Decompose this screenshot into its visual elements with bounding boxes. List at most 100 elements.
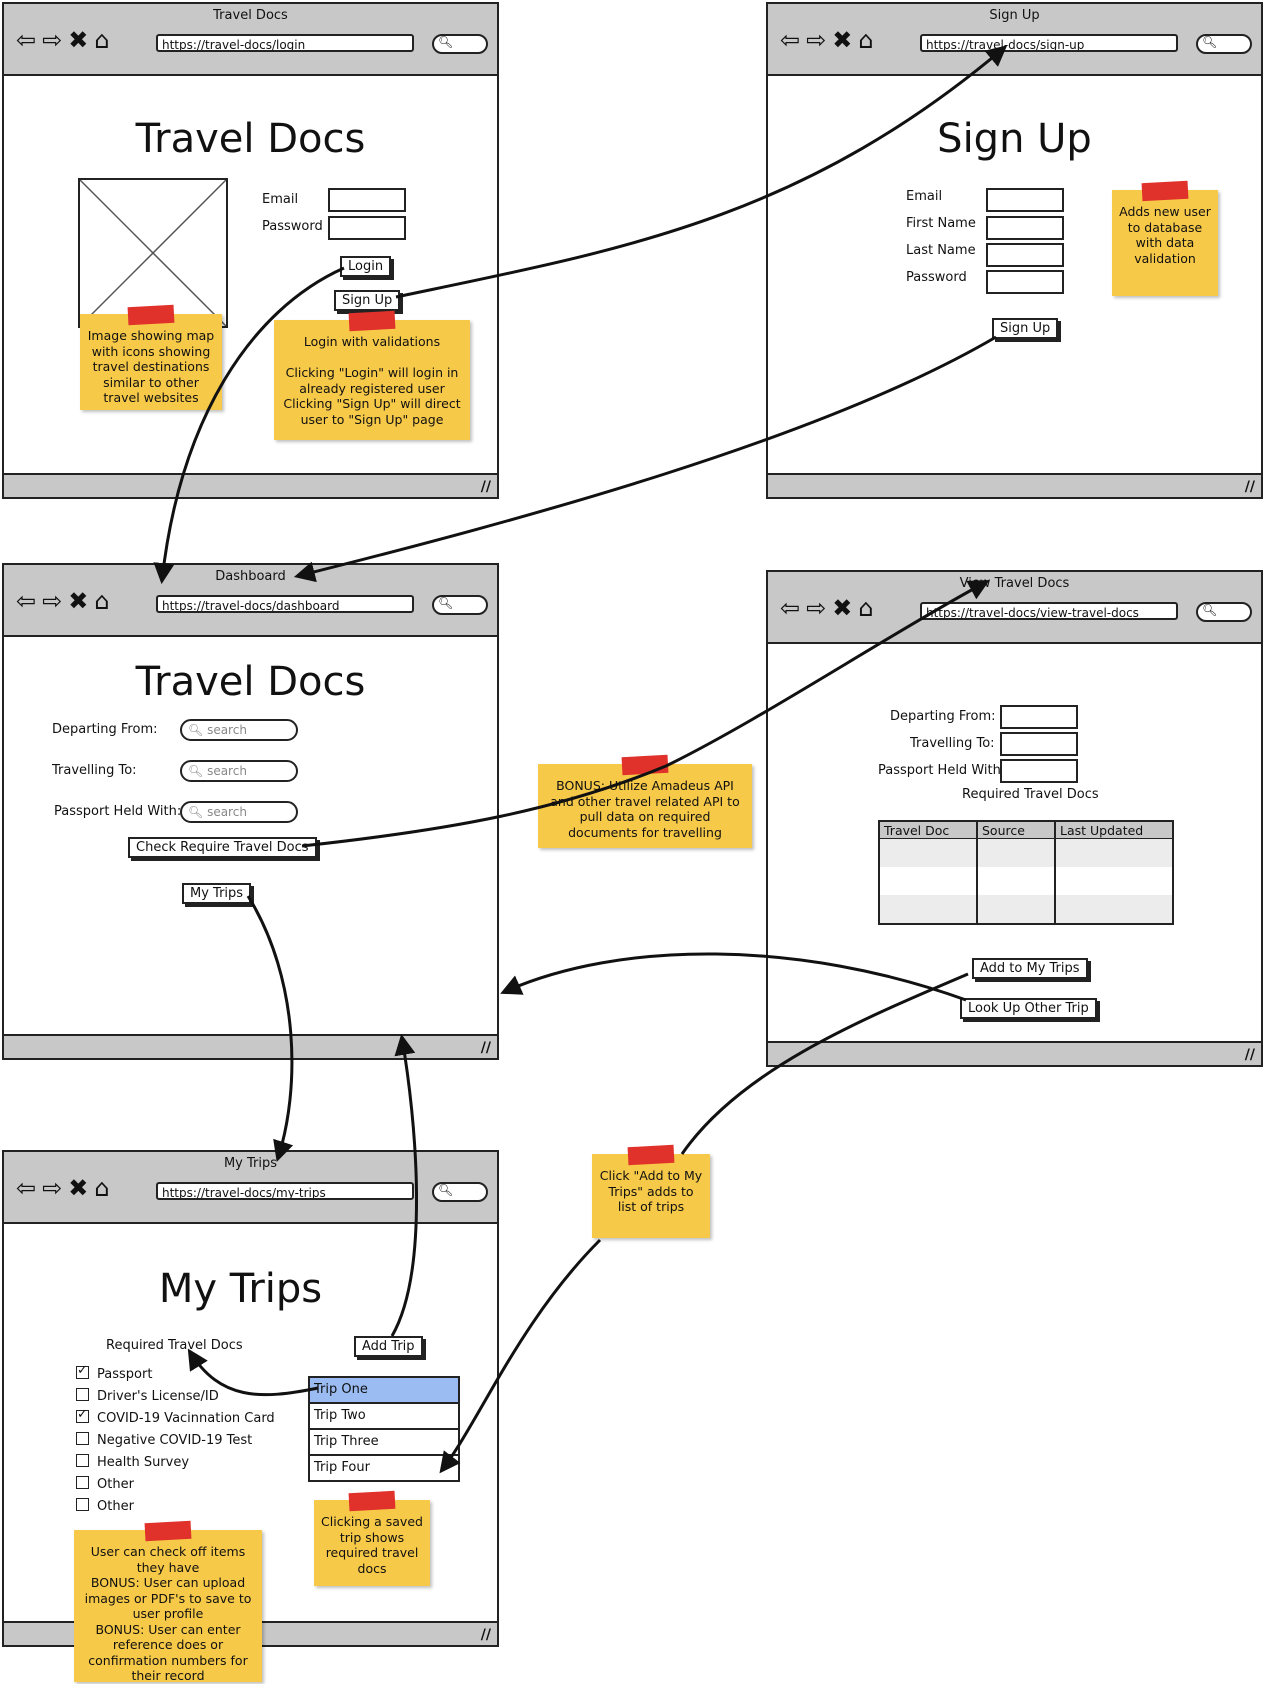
email-label: Email (906, 189, 943, 204)
back-arrow-icon[interactable]: ⇦ (16, 1174, 37, 1202)
back-arrow-icon[interactable]: ⇦ (780, 594, 801, 622)
url-bar[interactable]: https://travel-docs/sign-up (920, 34, 1178, 52)
url-bar[interactable]: https://travel-docs/my-trips (156, 1182, 414, 1200)
checkbox[interactable] (76, 1454, 89, 1467)
browser-toolbar: Travel Docs ⇦ ⇨ ✖ ⌂ https://travel-docs/… (4, 4, 497, 76)
url-bar[interactable]: https://travel-docs/login (156, 34, 414, 52)
travelling-search-input[interactable]: 🔍︎ search (180, 760, 298, 782)
home-icon[interactable]: ⌂ (94, 26, 110, 54)
required-docs-table: Travel Doc Source Last Updated (878, 820, 1174, 925)
browser-search-box[interactable]: 🔍︎ (1196, 34, 1252, 54)
home-icon[interactable]: ⌂ (94, 1174, 110, 1202)
url-bar[interactable]: https://travel-docs/dashboard (156, 595, 414, 613)
departing-field[interactable] (1000, 705, 1078, 729)
forward-arrow-icon[interactable]: ⇨ (42, 587, 63, 615)
search-icon: 🔍︎ (188, 805, 208, 819)
back-arrow-icon[interactable]: ⇦ (16, 26, 37, 54)
resize-grip-icon[interactable]: // (1244, 1047, 1255, 1063)
signup-submit-button[interactable]: Sign Up (992, 318, 1059, 339)
forward-arrow-icon[interactable]: ⇨ (42, 26, 63, 54)
resize-grip-icon[interactable]: // (480, 1040, 491, 1056)
close-icon[interactable]: ✖ (832, 26, 853, 54)
checklist-item-label: COVID-19 Vacinnation Card (97, 1411, 275, 1426)
signup-link-button[interactable]: Sign Up (334, 290, 401, 311)
table-row (879, 895, 1173, 924)
tape (127, 304, 175, 326)
checklist-item[interactable]: Other (76, 1498, 134, 1514)
checkbox[interactable] (76, 1363, 89, 1379)
home-icon[interactable]: ⌂ (858, 594, 874, 622)
status-bar: // (768, 473, 1261, 497)
last-name-field[interactable] (986, 243, 1064, 267)
home-icon[interactable]: ⌂ (858, 26, 874, 54)
travelling-field[interactable] (1000, 732, 1078, 756)
search-placeholder: search (207, 764, 247, 778)
email-field[interactable] (986, 188, 1064, 212)
checklist-item-label: Driver's License/ID (97, 1389, 219, 1404)
docs-title: Required Travel Docs (106, 1338, 243, 1353)
login-button[interactable]: Login (340, 256, 392, 277)
checklist-item[interactable]: Other (76, 1476, 134, 1492)
checklist-item[interactable]: Negative COVID-19 Test (76, 1432, 252, 1448)
email-label: Email (262, 192, 299, 207)
look-up-other-trip-button[interactable]: Look Up Other Trip (960, 998, 1097, 1019)
note-signup: Adds new user to database with data vali… (1112, 180, 1218, 296)
window-title: Dashboard (215, 569, 286, 584)
forward-arrow-icon[interactable]: ⇨ (42, 1174, 63, 1202)
checkbox[interactable] (76, 1498, 89, 1511)
trip-list-item[interactable]: Trip Three (310, 1430, 458, 1456)
password-field[interactable] (986, 270, 1064, 294)
close-icon[interactable]: ✖ (832, 594, 853, 622)
trip-list-item[interactable]: Trip Four (314, 1460, 370, 1475)
trip-list-item[interactable]: Trip Two (310, 1404, 458, 1430)
add-to-trips-button[interactable]: Add to My Trips (972, 958, 1088, 979)
forward-arrow-icon[interactable]: ⇨ (806, 594, 827, 622)
checklist-item[interactable]: Passport (76, 1363, 152, 1382)
page-title: Travel Docs (135, 116, 366, 162)
note-user-checklist: User can check off items they have BONUS… (74, 1520, 262, 1683)
departing-search-input[interactable]: 🔍︎ search (180, 719, 298, 741)
resize-grip-icon[interactable]: // (1244, 479, 1255, 495)
back-arrow-icon[interactable]: ⇦ (780, 26, 801, 54)
tape (621, 754, 669, 776)
search-icon: 🔍︎ (438, 35, 454, 49)
status-bar: // (4, 1034, 497, 1058)
page-title: My Trips (158, 1266, 323, 1312)
browser-search-box[interactable]: 🔍︎ (432, 595, 488, 615)
close-icon[interactable]: ✖ (68, 587, 89, 615)
close-icon[interactable]: ✖ (68, 1174, 89, 1202)
home-icon[interactable]: ⌂ (94, 587, 110, 615)
trip-list-item[interactable]: Trip One (310, 1378, 458, 1404)
checklist-item[interactable]: Health Survey (76, 1454, 189, 1470)
checkbox[interactable] (76, 1432, 89, 1445)
back-arrow-icon[interactable]: ⇦ (16, 587, 37, 615)
add-trip-button[interactable]: Add Trip (354, 1336, 423, 1357)
checklist-item[interactable]: COVID-19 Vacinnation Card (76, 1407, 275, 1426)
my-trips-button[interactable]: My Trips (182, 883, 252, 904)
checkbox[interactable] (76, 1388, 89, 1401)
check-docs-button[interactable]: Check Require Travel Docs (128, 837, 317, 858)
browser-search-box[interactable]: 🔍︎ (432, 1182, 488, 1202)
column-header: Source (977, 821, 1056, 839)
browser-search-box[interactable]: 🔍︎ (432, 34, 488, 54)
password-field[interactable] (328, 216, 406, 240)
column-header: Travel Doc (879, 821, 978, 839)
url-bar[interactable]: https://travel-docs/view-travel-docs (920, 602, 1178, 620)
resize-grip-icon[interactable]: // (480, 1627, 491, 1643)
email-field[interactable] (328, 188, 406, 212)
close-icon[interactable]: ✖ (68, 26, 89, 54)
passport-field[interactable] (1000, 759, 1078, 783)
view-docs-window: View Travel Docs ⇦ ⇨ ✖ ⌂ https://travel-… (766, 570, 1263, 1067)
checklist-item[interactable]: Driver's License/ID (76, 1388, 219, 1404)
first-name-field[interactable] (986, 216, 1064, 240)
browser-search-box[interactable]: 🔍︎ (1196, 602, 1252, 622)
checkbox[interactable] (76, 1407, 89, 1423)
forward-arrow-icon[interactable]: ⇨ (806, 26, 827, 54)
window-title: View Travel Docs (959, 576, 1070, 591)
passport-search-input[interactable]: 🔍︎ search (180, 801, 298, 823)
checkbox[interactable] (76, 1476, 89, 1489)
browser-toolbar: Dashboard ⇦ ⇨ ✖ ⌂ https://travel-docs/da… (4, 565, 497, 637)
resize-grip-icon[interactable]: // (480, 479, 491, 495)
page-title: Sign Up (937, 116, 1092, 162)
